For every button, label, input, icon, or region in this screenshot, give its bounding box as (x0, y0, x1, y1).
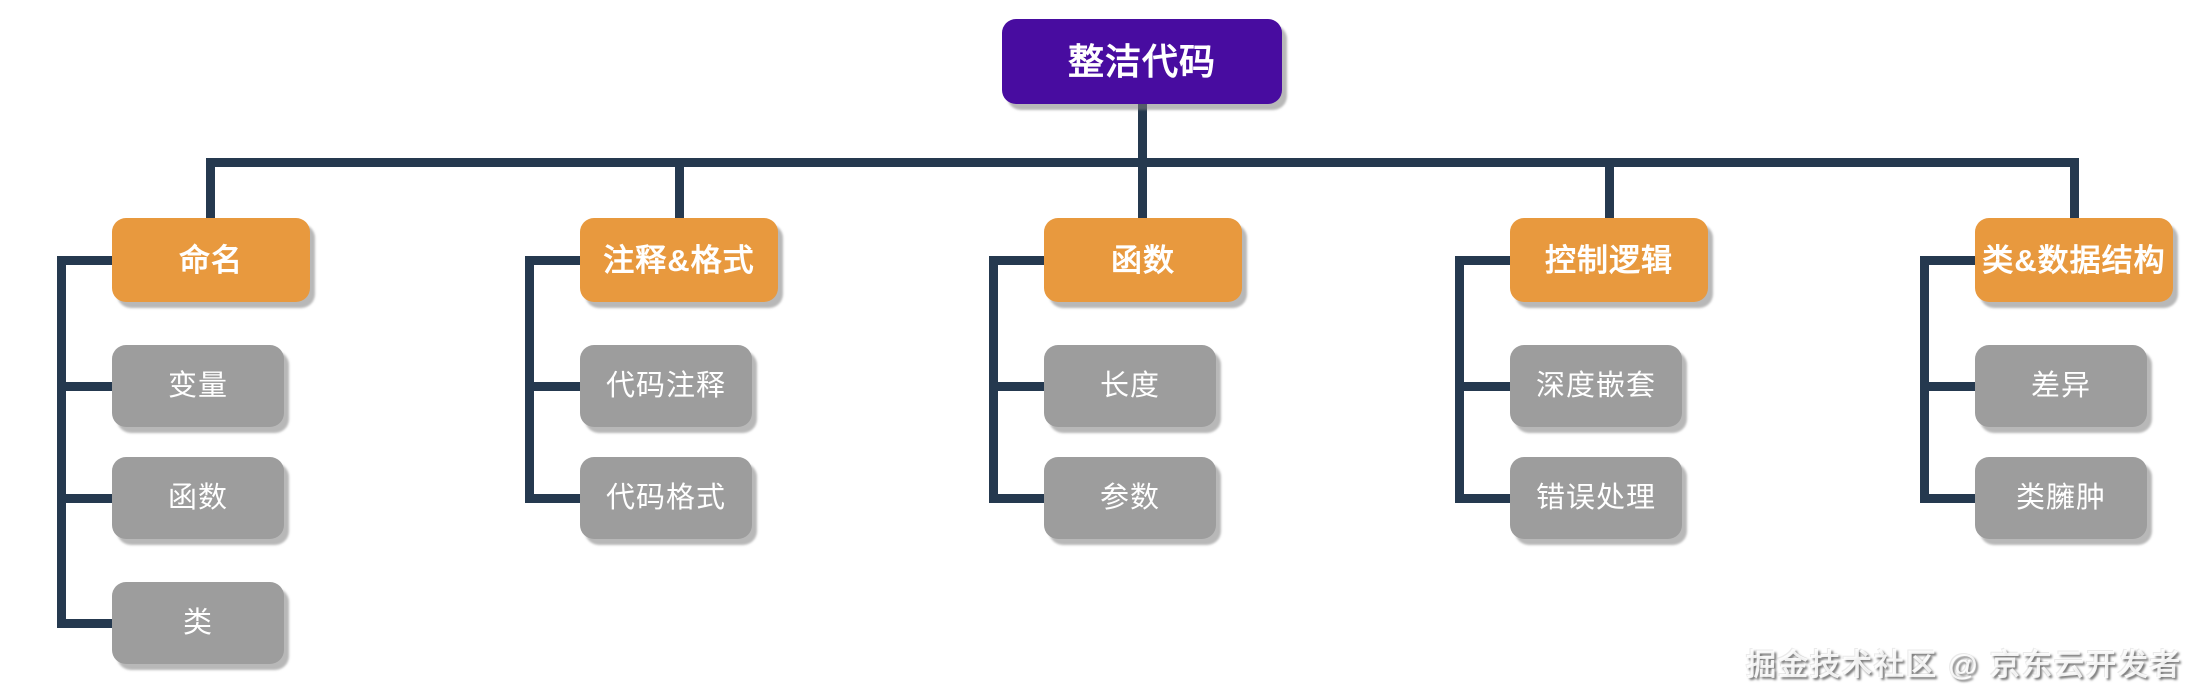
branch-side-stub (525, 256, 580, 265)
watermark-text: 掘金技术社区 @ 京东云开发者 (1746, 649, 2182, 682)
child-node: 类臃肿 (1975, 457, 2147, 539)
branch-vertical-connector (1455, 256, 1464, 503)
child-stub (989, 494, 1044, 503)
child-node: 深度嵌套 (1510, 345, 1682, 427)
child-node: 代码注释 (580, 345, 752, 427)
child-stub (57, 619, 112, 628)
branch-node-class-data-structure: 类&数据结构 (1975, 218, 2173, 302)
branch-drop-connector (1605, 158, 1614, 218)
branch-drop-connector (206, 158, 215, 218)
branch-vertical-connector (989, 256, 998, 503)
child-node: 参数 (1044, 457, 1216, 539)
child-stub (1920, 382, 1975, 391)
child-stub (1455, 382, 1510, 391)
child-stub (57, 494, 112, 503)
child-stub (989, 382, 1044, 391)
child-node: 代码格式 (580, 457, 752, 539)
child-stub (57, 382, 112, 391)
branch-side-stub (1455, 256, 1510, 265)
child-stub (1455, 494, 1510, 503)
root-drop-connector (1138, 103, 1147, 167)
branch-side-stub (57, 256, 112, 265)
child-node: 长度 (1044, 345, 1216, 427)
child-node: 错误处理 (1510, 457, 1682, 539)
branch-node-naming: 命名 (112, 218, 310, 302)
child-stub (525, 494, 580, 503)
root-node: 整洁代码 (1002, 19, 1282, 104)
child-node: 类 (112, 582, 284, 664)
child-stub (1920, 494, 1975, 503)
child-stub (525, 382, 580, 391)
branch-vertical-connector (57, 256, 66, 628)
branch-node-control-logic: 控制逻辑 (1510, 218, 1708, 302)
child-node: 函数 (112, 457, 284, 539)
child-node: 差异 (1975, 345, 2147, 427)
branch-vertical-connector (1920, 256, 1929, 503)
branch-node-functions: 函数 (1044, 218, 1242, 302)
branch-drop-connector (2070, 158, 2079, 218)
branch-node-comments-format: 注释&格式 (580, 218, 778, 302)
branch-vertical-connector (525, 256, 534, 503)
branch-drop-connector (1138, 158, 1147, 218)
child-node: 变量 (112, 345, 284, 427)
branch-drop-connector (675, 158, 684, 218)
branch-side-stub (1920, 256, 1975, 265)
branch-side-stub (989, 256, 1044, 265)
